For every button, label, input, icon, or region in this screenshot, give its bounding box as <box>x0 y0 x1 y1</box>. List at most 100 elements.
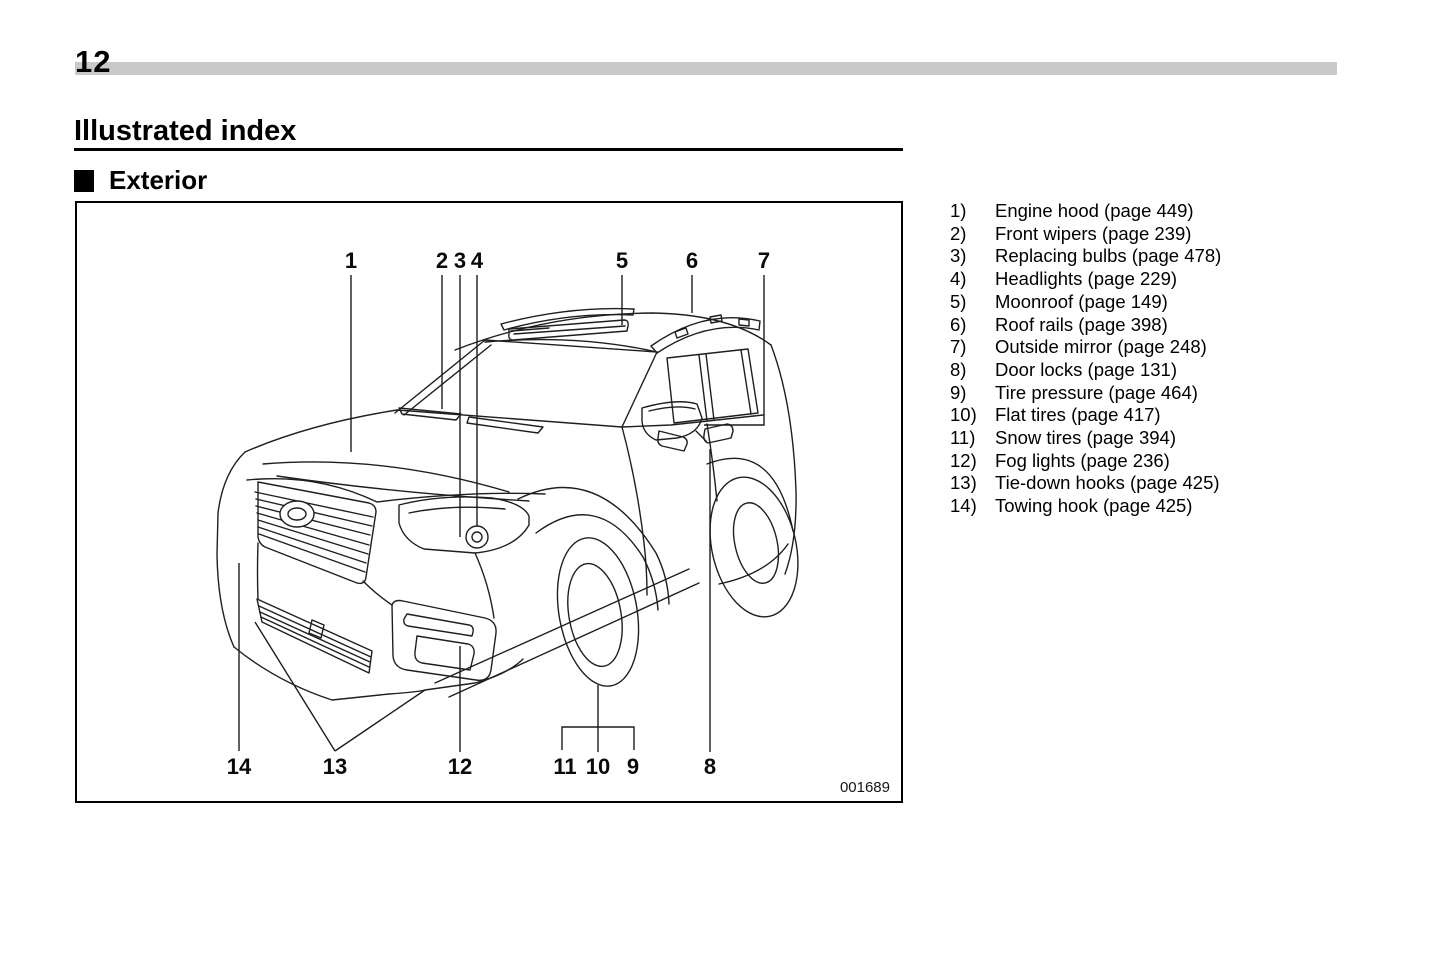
part-number: 6) <box>950 313 967 335</box>
roof-rail-foot <box>674 327 689 339</box>
part-number: 9) <box>950 381 967 403</box>
rocker-line <box>448 582 700 698</box>
part-label: Front wipers (page 239) <box>995 222 1192 244</box>
part-label: Engine hood (page 449) <box>995 200 1194 221</box>
moonroof-inner-line <box>513 325 626 335</box>
part-number: 11) <box>950 427 976 449</box>
part-number: 2) <box>950 222 967 244</box>
roof-front-edge <box>484 338 658 353</box>
front-wheel-arch <box>517 486 670 605</box>
part-number: 12) <box>950 449 977 471</box>
rear-bumper-line <box>718 543 789 585</box>
beltline <box>621 414 764 428</box>
roof-rail-far <box>500 307 635 331</box>
b-pillar <box>698 354 708 422</box>
intake-slat <box>258 605 372 658</box>
fog-lamp <box>414 635 475 671</box>
parts-list: 1) Engine hood (page 449) 2) Front wiper… <box>950 200 1430 518</box>
grille-slat <box>257 519 369 555</box>
part-row: 14) Towing hook (page 425) <box>950 495 1430 518</box>
roof-rail-foot <box>738 318 750 327</box>
callout-number-14: 14 <box>227 754 252 779</box>
moonroof-outline <box>508 319 629 341</box>
part-label: Outside mirror (page 248) <box>995 336 1207 358</box>
header-bar <box>75 62 1337 75</box>
part-row: 10) Flat tires (page 417) <box>950 404 1430 427</box>
grille-slat <box>255 505 371 536</box>
front-wheel-rim <box>567 562 623 668</box>
callout-number-3: 3 <box>454 248 466 273</box>
section-heading: Exterior <box>74 165 207 196</box>
part-number: 14) <box>950 495 977 517</box>
page-number: 12 <box>75 44 112 79</box>
intake-slat <box>260 616 370 668</box>
hood-front-edge <box>246 477 546 503</box>
figure-code: 001689 <box>840 779 890 796</box>
page-title: Illustrated index <box>74 115 297 147</box>
part-number: 3) <box>950 245 967 267</box>
part-label: Moonroof (page 149) <box>995 290 1168 312</box>
callout-number-7: 7 <box>758 248 770 273</box>
fog-light-housing <box>391 599 497 681</box>
callout-number-2: 2 <box>436 248 448 273</box>
section-bullet-icon <box>74 169 94 192</box>
roof-rail-foot <box>709 314 723 324</box>
part-label: Snow tires (page 394) <box>995 427 1176 449</box>
rear-door-seam <box>706 423 718 502</box>
brand-emblem-icon <box>279 500 315 528</box>
callout-number-6: 6 <box>686 248 698 273</box>
part-number: 1) <box>950 200 967 221</box>
part-number: 13) <box>950 472 977 494</box>
bumper-contour <box>474 552 495 619</box>
part-number: 7) <box>950 336 967 358</box>
part-row: 4) Headlights (page 229) <box>950 268 1430 291</box>
brand-emblem-inner <box>287 507 307 521</box>
part-label: Tire pressure (page 464) <box>995 381 1198 403</box>
part-row: 13) Tie-down hooks (page 425) <box>950 472 1430 495</box>
part-row: 7) Outside mirror (page 248) <box>950 336 1430 359</box>
part-label: Flat tires (page 417) <box>995 404 1161 426</box>
callout-number-13: 13 <box>323 754 347 779</box>
grille-slat <box>258 533 366 573</box>
callout-number-12: 12 <box>448 754 472 779</box>
grille-outline <box>257 481 377 585</box>
part-number: 8) <box>950 358 967 380</box>
rear-wheel-rim <box>732 502 780 584</box>
door-handle <box>657 430 688 452</box>
part-row: 1) Engine hood (page 449) <box>950 200 1430 223</box>
wiper-blade <box>466 416 544 434</box>
d-pillar <box>740 349 752 415</box>
callout-leader-7 <box>704 275 765 426</box>
part-row: 11) Snow tires (page 394) <box>950 427 1430 450</box>
headlight-inner-line <box>408 506 506 514</box>
part-label: Replacing bulbs (page 478) <box>995 245 1222 267</box>
part-label: Fog lights (page 236) <box>995 449 1170 471</box>
callout-number-5: 5 <box>616 248 628 273</box>
cowl-line <box>396 409 623 428</box>
callout-number-1: 1 <box>345 248 357 273</box>
door-window <box>666 348 759 424</box>
callout-leader-13 <box>334 689 426 752</box>
title-underline <box>74 148 903 151</box>
part-label: Door locks (page 131) <box>995 358 1178 380</box>
part-row: 6) Roof rails (page 398) <box>950 314 1430 337</box>
section-title: Exterior <box>109 165 208 195</box>
front-fascia-edge <box>216 451 246 648</box>
a-pillar-inner <box>403 344 492 416</box>
callout-leader-13 <box>254 621 336 752</box>
hood-left-edge <box>244 409 398 453</box>
part-number: 5) <box>950 290 967 312</box>
part-number: 10) <box>950 404 977 426</box>
callout-number-10: 10 <box>586 754 610 779</box>
front-tire <box>556 537 640 687</box>
part-label: Towing hook (page 425) <box>995 495 1193 517</box>
rear-wheel-arch <box>706 457 794 532</box>
grille-slat <box>256 512 370 546</box>
callout-number-8: 8 <box>704 754 716 779</box>
rocker-line <box>434 568 690 684</box>
b-pillar <box>705 353 715 421</box>
grille-slat <box>254 491 374 518</box>
